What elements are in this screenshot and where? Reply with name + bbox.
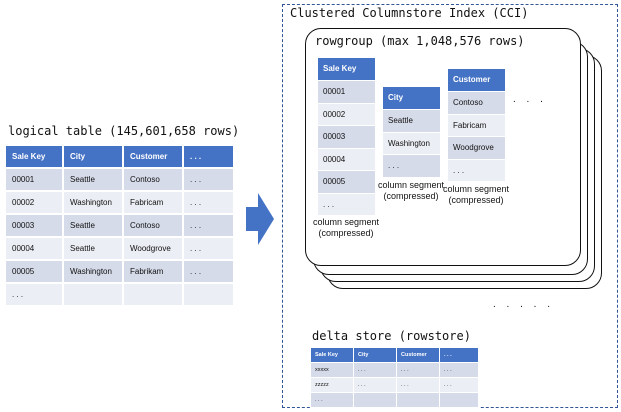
- logical-table: Sale Key City Customer . . . 00001 Seatt…: [6, 146, 235, 307]
- segment-cell: 00002: [318, 103, 375, 125]
- table-cell: Washington: [63, 191, 124, 215]
- segment-cell: 00001: [318, 81, 375, 103]
- table-cell: . . .: [183, 214, 235, 238]
- table-row: 00001 Seattle Contoso . . .: [6, 168, 235, 192]
- table-row: 00002 Washington Fabricam . . .: [6, 191, 235, 215]
- table-cell: . . .: [183, 168, 235, 192]
- delta-store-title: delta store (rowstore): [312, 329, 471, 343]
- column-segment-sale-key: Sale Key 00001 00002 00003 00004 00005 .…: [318, 58, 375, 216]
- table-cell: xxxxx: [311, 362, 354, 378]
- column-segment-city: City Seattle Washington . . .: [383, 87, 440, 178]
- table-row: zzzzz . . . . . . . . .: [311, 377, 479, 393]
- table-cell: . . .: [439, 377, 479, 393]
- table-cell: Contoso: [123, 168, 184, 192]
- column-segment-customer: Customer Contoso Fabricam Woodgrove . . …: [448, 69, 505, 182]
- table-row: xxxxx . . . . . . . . .: [311, 362, 479, 378]
- segment-label: column segment (compressed): [377, 180, 445, 201]
- table-cell: 00004: [6, 237, 64, 261]
- table-cell: . . .: [6, 283, 64, 307]
- table-row: 00005 Washington Fabrikam . . .: [6, 260, 235, 284]
- arrow-right-icon: [246, 193, 274, 245]
- table-row: . . .: [311, 392, 479, 408]
- table-cell: [396, 392, 440, 408]
- logical-table-title: logical table (145,601,658 rows): [8, 124, 240, 138]
- delta-header: City: [353, 348, 397, 363]
- segment-label: column segment (compressed): [442, 184, 510, 205]
- delta-header: Sale Key: [311, 348, 354, 363]
- table-cell: 00003: [6, 214, 64, 238]
- segment-cell: 00005: [318, 171, 375, 193]
- table-cell: . . .: [183, 237, 235, 261]
- table-cell: Seattle: [63, 237, 124, 261]
- table-cell: [183, 283, 235, 307]
- table-row: 00003 Seattle Contoso . . .: [6, 214, 235, 238]
- header-customer: Customer: [123, 146, 184, 169]
- segment-cell: Contoso: [448, 92, 505, 114]
- segment-header: Customer: [448, 69, 505, 91]
- table-cell: zzzzz: [311, 377, 354, 393]
- table-cell: . . .: [353, 377, 397, 393]
- segment-cell: Woodgrove: [448, 137, 505, 159]
- more-rowgroups-ellipsis: . . . . .: [493, 299, 555, 310]
- table-cell: . . .: [439, 362, 479, 378]
- table-row: 00004 Seattle Woodgrove . . .: [6, 237, 235, 261]
- header-sale-key: Sale Key: [6, 146, 64, 169]
- table-cell: Fabricam: [123, 191, 184, 215]
- cci-title: Clustered Columnstore Index (CCI): [290, 6, 529, 20]
- table-cell: Washington: [63, 260, 124, 284]
- table-cell: [63, 283, 124, 307]
- header-more: . . .: [183, 146, 235, 169]
- table-cell: Contoso: [123, 214, 184, 238]
- segment-cell: 00003: [318, 126, 375, 148]
- segment-cell: 00004: [318, 148, 375, 170]
- table-cell: 00001: [6, 168, 64, 192]
- delta-header: Customer: [396, 348, 440, 363]
- table-cell: . . .: [396, 362, 440, 378]
- table-cell: 00005: [6, 260, 64, 284]
- segment-label: column segment (compressed): [312, 217, 380, 238]
- table-cell: Fabrikam: [123, 260, 184, 284]
- segment-cell: . . .: [318, 193, 375, 215]
- table-cell: Seattle: [63, 168, 124, 192]
- segment-cell: Fabricam: [448, 114, 505, 136]
- table-cell: . . .: [396, 377, 440, 393]
- segment-cell: . . .: [448, 159, 505, 181]
- segment-cell: . . .: [383, 155, 440, 177]
- table-cell: 00002: [6, 191, 64, 215]
- header-city: City: [63, 146, 124, 169]
- segment-cell: Washington: [383, 132, 440, 154]
- table-cell: . . .: [353, 362, 397, 378]
- delta-store-table: Sale Key City Customer . . . xxxxx . . .…: [311, 348, 479, 408]
- more-segments-ellipsis: . . .: [513, 94, 547, 105]
- segment-header: Sale Key: [318, 58, 375, 80]
- rowgroup-title: rowgroup (max 1,048,576 rows): [315, 34, 525, 48]
- delta-header: . . .: [439, 348, 479, 363]
- table-row: . . .: [6, 283, 235, 307]
- table-cell: [439, 392, 479, 408]
- table-cell: . . .: [183, 191, 235, 215]
- table-cell: . . .: [311, 392, 354, 408]
- table-cell: . . .: [183, 260, 235, 284]
- table-cell: Woodgrove: [123, 237, 184, 261]
- segment-cell: Seattle: [383, 110, 440, 132]
- table-cell: [123, 283, 184, 307]
- cci-container: [282, 4, 618, 408]
- table-cell: [353, 392, 397, 408]
- table-cell: Seattle: [63, 214, 124, 238]
- segment-header: City: [383, 87, 440, 109]
